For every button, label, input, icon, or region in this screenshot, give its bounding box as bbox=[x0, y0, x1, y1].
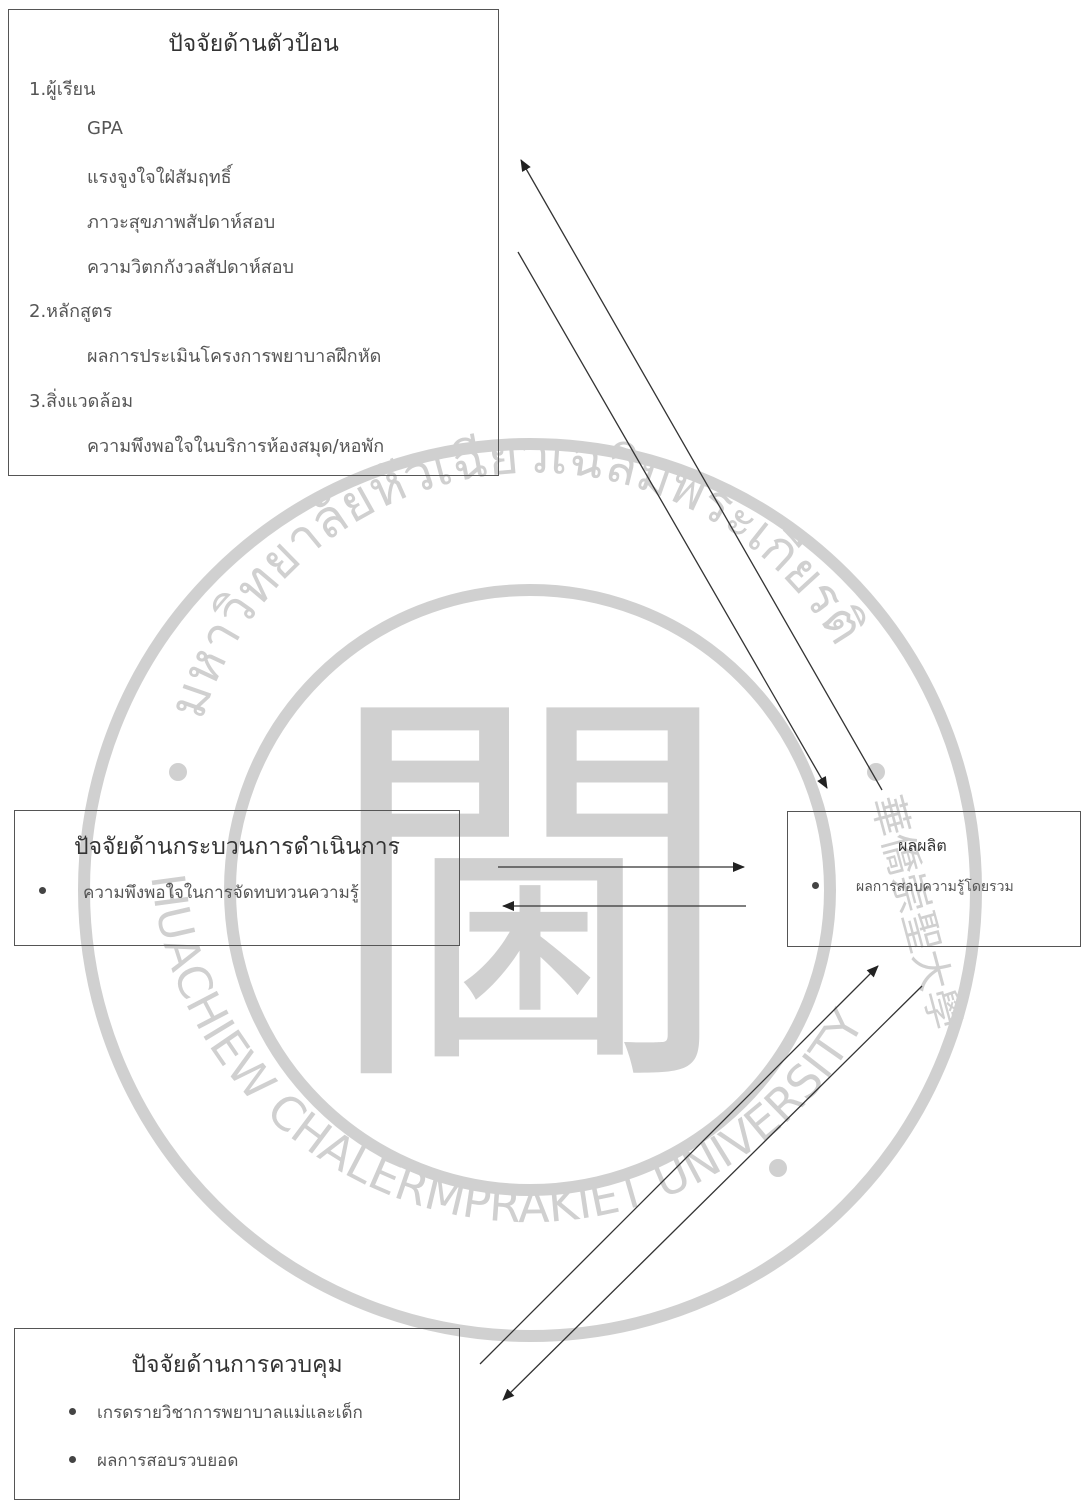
item-review-satisfaction: ความพึงพอใจในการจัดทบทวนความรู้ bbox=[83, 883, 359, 903]
item-health-exam-week: ภาวะสุขภาพสัปดาห์สอบ bbox=[87, 212, 276, 233]
section-heading-learner: 1.ผู้เรียน bbox=[29, 79, 96, 100]
item-overall-exam-result: ผลการสอบความรู้โดยรวม bbox=[856, 879, 1014, 895]
process-factors-box: ปัจจัยด้านกระบวนการดำเนินการ ความพึงพอใจ… bbox=[14, 810, 460, 946]
bullet bbox=[39, 887, 46, 894]
item-maternal-child-grade: เกรดรายวิชาการพยาบาลแม่และเด็ก bbox=[97, 1403, 363, 1423]
section-heading-curriculum: 2.หลักสูตร bbox=[29, 301, 113, 322]
item-comprehensive-exam: ผลการสอบรวบยอด bbox=[97, 1451, 239, 1471]
output-box: ผลผลิต ผลการสอบความรู้โดยรวม bbox=[787, 811, 1081, 947]
arrow-input-to-output bbox=[517, 251, 828, 789]
seal-dot-left bbox=[169, 763, 187, 781]
seal-dot-right bbox=[867, 763, 885, 781]
item-gpa: GPA bbox=[87, 118, 123, 139]
item-library-dorm-satisfaction: ความพึงพอใจในบริการห้องสมุด/หอพัก bbox=[87, 436, 385, 457]
arrow-control-to-output bbox=[479, 965, 879, 1365]
section-heading-environment: 3.สิ่งแวดล้อม bbox=[29, 391, 134, 412]
item-anxiety-exam-week: ความวิตกกังวลสัปดาห์สอบ bbox=[87, 257, 294, 278]
arrow-output-to-control bbox=[502, 985, 923, 1401]
seal-dot-bottom bbox=[769, 1159, 787, 1177]
bullet bbox=[69, 1408, 76, 1415]
seal-glyph: 閫 bbox=[320, 651, 740, 1140]
bullet bbox=[69, 1456, 76, 1463]
output-box-title: ผลผลิต bbox=[898, 836, 947, 855]
control-box-title: ปัจจัยด้านการควบคุม bbox=[131, 1352, 343, 1378]
process-box-title: ปัจจัยด้านกระบวนการดำเนินการ bbox=[73, 834, 401, 860]
item-program-evaluation: ผลการประเมินโครงการพยาบาลฝึกหัด bbox=[87, 346, 382, 367]
input-box-title: ปัจจัยด้านตัวป้อน bbox=[168, 31, 339, 57]
control-factors-box: ปัจจัยด้านการควบคุม เกรดรายวิชาการพยาบาล… bbox=[14, 1328, 460, 1500]
input-factors-box: ปัจจัยด้านตัวป้อน 1.ผู้เรียน GPA แรงจูงใ… bbox=[8, 9, 499, 476]
item-achievement-motivation: แรงจูงใจใฝ่สัมฤทธิ์ bbox=[87, 167, 232, 188]
bullet bbox=[812, 882, 819, 889]
arrow-output-to-input bbox=[520, 159, 883, 791]
